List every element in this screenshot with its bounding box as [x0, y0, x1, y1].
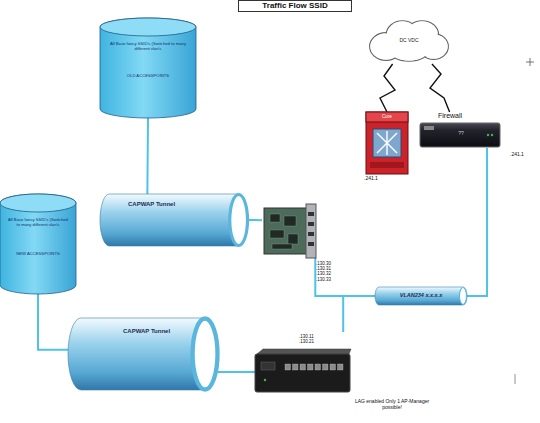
access-point-label: OLD ACCESSPOINTS [110, 74, 186, 79]
vlan-label: VLAN234 x.x.x.x [383, 292, 459, 298]
capwap-tunnel: CAPWAP Tunnel [68, 318, 218, 390]
ssid-note: All Base fancy SSID's (Switched to many … [110, 42, 186, 52]
network-link [38, 294, 68, 350]
note-text: LAG enabled Only 1 AP-Manager possible! [352, 398, 432, 410]
edit-mark [526, 58, 534, 66]
network-link [315, 258, 375, 296]
access-point-cylinder-outline [100, 18, 196, 118]
vlan-tube: VLAN234 x.x.x.x [375, 287, 467, 305]
capwap-tunnel: CAPWAP Tunnel [100, 194, 248, 246]
title-box: Traffic Flow SSID [238, 0, 352, 12]
tunnel-label: CAPWAP Tunnel [128, 201, 198, 208]
access-point-cylinder: All Base fancy SSID's (Switched to many … [0, 194, 76, 294]
device-label: Firewall [438, 112, 478, 120]
access-point-cylinder: All Base fancy SSID's (Switched to many … [100, 18, 196, 118]
ip-address: .130.11 .130.21 [299, 334, 319, 344]
ssid-note: All Base fancy SSID's (Switched to many … [6, 218, 70, 228]
ip-address: .241.1 [364, 176, 404, 182]
network-link [248, 219, 262, 221]
wan-link [430, 64, 450, 112]
device-label: ?? [446, 131, 476, 137]
access-point-label: NEW ACCESSPOINTS [6, 252, 70, 257]
network-link [218, 371, 255, 373]
access-point-cylinder-outline [0, 194, 76, 294]
cloud-label: DC VDC [384, 38, 434, 44]
edit-mark [515, 374, 516, 384]
wlc-module: .130.30 .130.31 .130.32 .130.33 [262, 204, 336, 258]
wlc-module-outline [262, 204, 336, 258]
ip-address: .241.1 [510, 152, 532, 158]
tunnel-label: CAPWAP Tunnel [123, 328, 193, 335]
firewall: Firewall??.241.1 [416, 112, 512, 148]
network-link [343, 296, 375, 332]
dc-cloud: DC VDC [368, 18, 450, 64]
core-switch: Core.241.1 [360, 112, 414, 174]
wan-link [380, 64, 395, 112]
firewall-outline [416, 112, 512, 148]
network-link [467, 148, 487, 296]
network-link [146, 118, 149, 194]
ip-address: .130.30 .130.31 .130.32 .130.33 [316, 261, 336, 282]
wlc-appliance: .130.11 .130.21 [255, 332, 353, 396]
device-label: Core [368, 114, 406, 119]
core-switch-outline [360, 112, 414, 174]
